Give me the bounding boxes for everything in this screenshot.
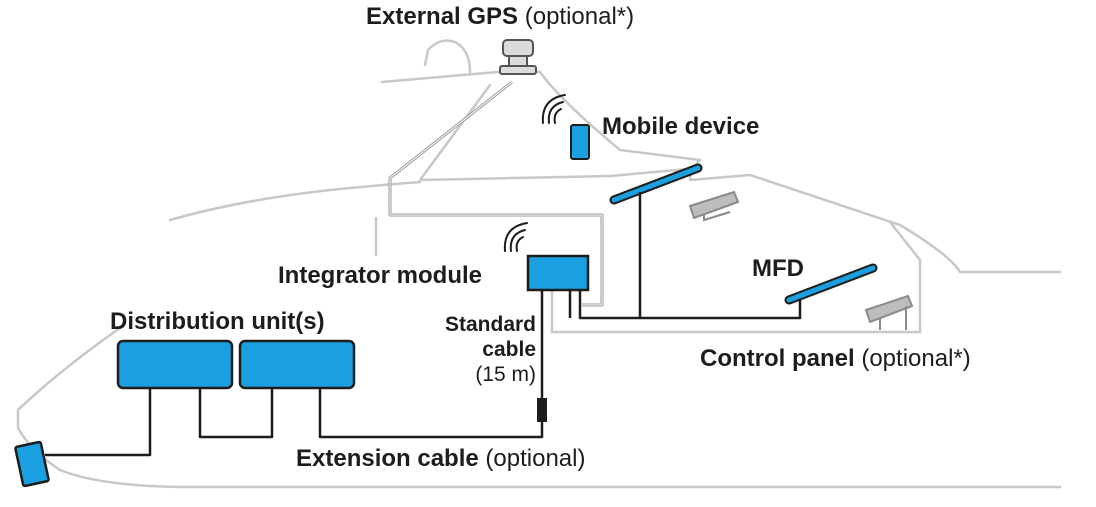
- windshield-outline: [418, 83, 702, 182]
- external-gps-note: (optional*): [524, 3, 635, 30]
- wifi-icon: [541, 94, 566, 124]
- standard-cable-line1: Standard: [444, 313, 536, 336]
- distribution-units-title: Distribution unit(s): [110, 308, 325, 335]
- mfd-upper-icon: [609, 163, 703, 318]
- foredeck-outline: [168, 180, 422, 222]
- hull-outline: [16, 410, 1062, 489]
- control-panel-upper-icon: [688, 190, 740, 222]
- standard-cable-label: Standard cable (15 m): [426, 312, 536, 387]
- mfd-lower-icon: [784, 263, 878, 305]
- distribution-units-label: Distribution unit(s): [110, 309, 325, 335]
- gps-cable-inner: [389, 81, 603, 306]
- bow-sensor-icon: [14, 440, 50, 488]
- control-panel-title: Control panel: [700, 345, 855, 372]
- mfd-title: MFD: [752, 255, 804, 282]
- mobile-device-icon: [570, 124, 590, 160]
- control-panel-lower-icon: [864, 294, 914, 330]
- extension-cable-label: Extension cable (optional): [296, 446, 585, 472]
- wifi-icon: [503, 222, 528, 252]
- standard-cable-line2: cable: [482, 338, 536, 361]
- extension-cable-title: Extension cable: [296, 445, 479, 472]
- integrator-module-label: Integrator module: [278, 263, 482, 289]
- extension-cable-note: (optional): [485, 445, 586, 472]
- network-cables: [45, 290, 802, 457]
- integrator-module-title: Integrator module: [278, 262, 483, 289]
- cable-connector-icon: [537, 398, 547, 422]
- radome-outline: [423, 39, 472, 74]
- mobile-device-title: Mobile device: [602, 113, 760, 140]
- external-gps-title: External GPS: [366, 3, 519, 30]
- distribution-unit-2-icon: [238, 339, 356, 390]
- gps-antenna-icon: [499, 39, 537, 75]
- mfd-label: MFD: [752, 256, 804, 282]
- cabin-outline: [538, 70, 1062, 274]
- control-panel-label: Control panel (optional*): [700, 346, 971, 372]
- integrator-module-icon: [526, 254, 590, 292]
- helm-outline: [550, 220, 922, 334]
- bow-outline: [16, 326, 122, 412]
- standard-cable-length: (15 m): [475, 363, 536, 386]
- distribution-unit-1-icon: [116, 339, 234, 390]
- external-gps-label: External GPS (optional*): [366, 4, 634, 30]
- control-panel-note: (optional*): [861, 345, 971, 372]
- mobile-device-label: Mobile device: [602, 114, 759, 140]
